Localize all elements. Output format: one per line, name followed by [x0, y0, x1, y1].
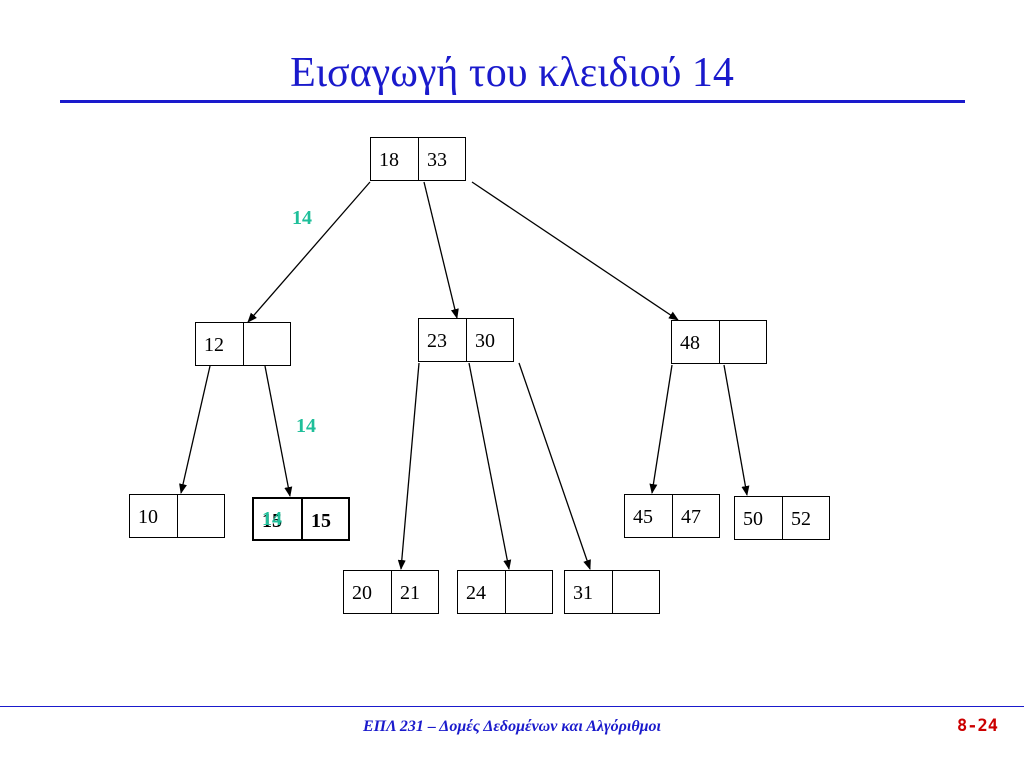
key-cell: 24: [466, 582, 486, 604]
leaf-node-50-52: 50 52: [734, 496, 830, 540]
leaf-node-31: 31: [564, 570, 660, 614]
slide-title: Εισαγωγή του κλειδιού 14: [290, 50, 734, 96]
edge-root-right: [471, 181, 679, 321]
key-cell: [177, 495, 224, 537]
edge-left-10: [179, 365, 211, 494]
insert-key-label: 14: [292, 207, 312, 229]
key-cell: 31: [573, 582, 593, 604]
key-cell: 12: [204, 334, 224, 356]
key-cell: [719, 321, 766, 363]
title-underline: [60, 100, 965, 103]
key-cell: 50: [743, 508, 763, 530]
edge-middle-31: [518, 362, 591, 570]
leaf-node-15: 15 15: [252, 497, 350, 541]
leaf-node-10: 10: [129, 494, 225, 538]
edge-middle-20: [397, 362, 420, 570]
key-cell: 33: [418, 138, 465, 180]
edge-left-15: [264, 365, 293, 497]
internal-node-23-30: 23 30: [418, 318, 514, 362]
insert-key-label: 14: [296, 415, 316, 437]
key-cell: 30: [466, 319, 513, 361]
edge-right-45: [649, 364, 673, 494]
key-cell: 23: [427, 330, 447, 352]
key-cell: 15: [301, 499, 348, 539]
leaf-node-24: 24: [457, 570, 553, 614]
key-cell: [505, 571, 552, 613]
leaf-node-45-47: 45 47: [624, 494, 720, 538]
internal-node-48: 48: [671, 320, 767, 364]
root-node: 18 33: [370, 137, 466, 181]
leaf-node-20-21: 20 21: [343, 570, 439, 614]
key-cell: 45: [633, 506, 653, 528]
page-number: 8-24: [957, 716, 998, 736]
key-cell: 15: [262, 510, 282, 532]
edge-root-middle: [423, 181, 459, 319]
course-footer: ΕΠΛ 231 – Δομές Δεδομένων και Αλγόριθμοι: [362, 718, 661, 735]
inserted-key-overlay: 14: [262, 508, 282, 530]
key-cell: [612, 571, 659, 613]
internal-node-12: 12: [195, 322, 291, 366]
edge-right-50: [723, 364, 750, 496]
key-cell: 52: [782, 497, 829, 539]
key-cell: 48: [680, 332, 700, 354]
key-cell: 20: [352, 582, 372, 604]
key-cell: 21: [391, 571, 438, 613]
key-cell: 10: [138, 506, 158, 528]
edge-root-left: [247, 181, 371, 323]
key-cell: 47: [672, 495, 719, 537]
key-cell: [243, 323, 290, 365]
footer-divider: [0, 706, 1024, 707]
edge-middle-24: [468, 362, 512, 570]
key-cell: 18: [379, 149, 399, 171]
